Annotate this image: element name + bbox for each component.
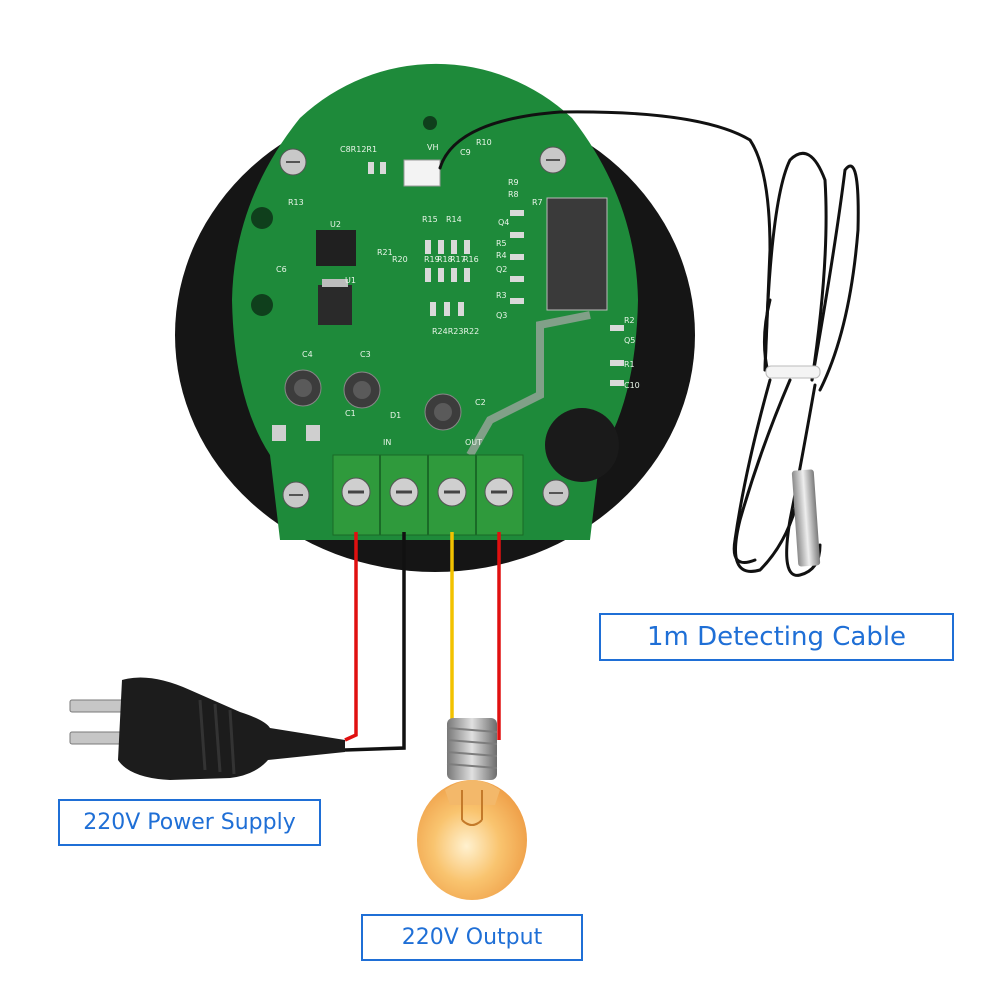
power-plug — [69, 677, 345, 780]
screw-top-left — [279, 148, 307, 176]
buzzer — [545, 408, 619, 482]
silk-label: C4 — [302, 350, 313, 359]
silk-label: R9 — [508, 178, 519, 187]
silk-label: Q4 — [498, 218, 509, 227]
terminal-screw — [484, 477, 514, 507]
silk-label: R24R23R22 — [432, 327, 479, 336]
silk-label: R17 — [450, 255, 466, 264]
silk-label: VH — [427, 143, 439, 152]
wire-black-power — [344, 532, 406, 752]
silk-label: R3 — [496, 291, 507, 300]
silk-label: C6 — [276, 265, 287, 274]
terminal-screw — [341, 477, 371, 507]
silk-label: D1 — [390, 411, 401, 420]
light-bulb — [417, 718, 527, 900]
silk-label: R4 — [496, 251, 507, 260]
pcb-board: C8R12R1 VH R10 C9 R13 U2 R15 R14 R21 R20… — [232, 63, 640, 540]
terminal-block — [332, 454, 524, 536]
silk-label: C8R12R1 — [340, 145, 377, 154]
terminal-screw — [389, 477, 419, 507]
silk-label: R20 — [392, 255, 408, 264]
cable-tie — [765, 365, 821, 379]
silk-label: R18 — [437, 255, 453, 264]
terminal-in-label: IN — [383, 438, 391, 447]
silk-label: R14 — [446, 215, 462, 224]
wires — [344, 532, 501, 752]
silk-label: C3 — [360, 350, 371, 359]
pcb-silkscreen: C8R12R1 VH R10 C9 R13 U2 R15 R14 R21 R20… — [276, 138, 640, 447]
silk-label: R21 — [377, 248, 393, 257]
ic-u1 — [318, 285, 352, 325]
silk-label: R7 — [532, 198, 543, 207]
silk-label: R2 — [624, 316, 635, 325]
silk-label: R13 — [288, 198, 304, 207]
screw-bottom-right — [542, 479, 570, 507]
silk-label: C10 — [624, 381, 640, 390]
silk-label: Q2 — [496, 265, 507, 274]
silk-label: Q3 — [496, 311, 507, 320]
terminal-out-label: OUT — [465, 438, 482, 447]
wire-red-power — [344, 532, 358, 742]
temperature-probe — [791, 469, 821, 567]
silk-label: R15 — [422, 215, 438, 224]
capacitor-c3 — [343, 371, 381, 409]
silk-label: R16 — [463, 255, 479, 264]
power-supply-label: 220V Power Supply — [58, 799, 321, 846]
detecting-cable-label: 1m Detecting Cable — [599, 613, 954, 661]
silk-label: R19 — [424, 255, 440, 264]
silk-label: R8 — [508, 190, 519, 199]
silk-label: R1 — [624, 360, 635, 369]
bulb-base — [447, 718, 497, 780]
screw-top-right — [539, 146, 567, 174]
capacitor-c2 — [424, 393, 462, 431]
terminal-screw — [437, 477, 467, 507]
ic-u2 — [316, 230, 356, 266]
silk-label: C1 — [345, 409, 356, 418]
silk-label: C9 — [460, 148, 471, 157]
silk-label: R5 — [496, 239, 507, 248]
silk-label: U1 — [345, 276, 356, 285]
output-label: 220V Output — [361, 914, 583, 961]
screw-bottom-left — [282, 481, 310, 509]
silk-label: Q5 — [624, 336, 635, 345]
sensor-cable — [438, 110, 860, 577]
sensor-connector — [403, 159, 441, 187]
silk-label: R10 — [476, 138, 492, 147]
capacitor-c4 — [284, 369, 322, 407]
silk-label: C2 — [475, 398, 486, 407]
relay — [546, 197, 608, 311]
silk-label: U2 — [330, 220, 341, 229]
